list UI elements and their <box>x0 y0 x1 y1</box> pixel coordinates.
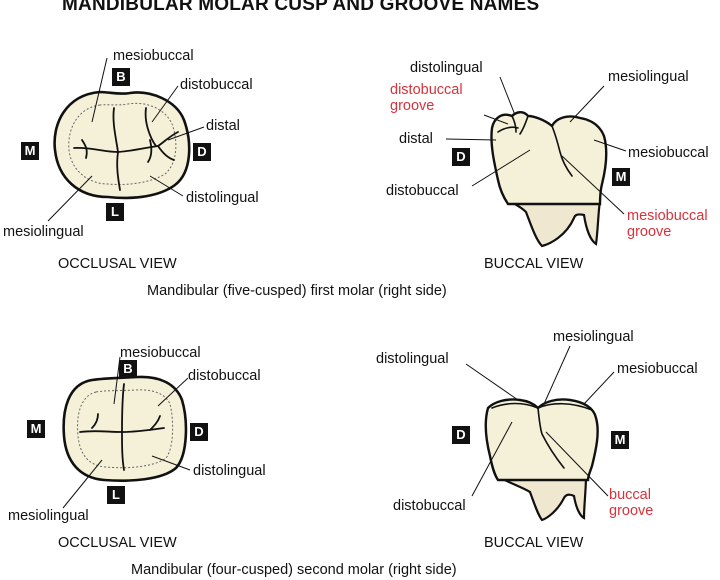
page-title: MANDIBULAR MOLAR CUSP AND GROOVE NAMES <box>62 0 540 15</box>
cusp-label-distobuccal: distobuccal <box>386 183 459 199</box>
cusp-label-distolingual: distolingual <box>376 351 449 367</box>
cusp-label-distolingual: distolingual <box>193 463 266 479</box>
marker-distal: D <box>452 148 470 166</box>
marker-buccal: B <box>119 360 137 378</box>
view-label-occlusal: OCCLUSAL VIEW <box>58 535 177 551</box>
cusp-label-mesiolingual: mesiolingual <box>608 69 689 85</box>
marker-mesial: M <box>27 420 45 438</box>
cusp-label-mesiobuccal: mesiobuccal <box>113 48 194 64</box>
first-molar-buccal-leader-lines <box>445 76 627 215</box>
cusp-label-distolingual: distolingual <box>186 190 259 206</box>
groove-label-buccal: buccal groove <box>609 487 654 519</box>
cusp-label-mesiobuccal: mesiobuccal <box>617 361 698 377</box>
first-molar-occlusal-leader-lines <box>47 57 205 222</box>
cusp-label-distobuccal: distobuccal <box>188 368 261 384</box>
view-label-buccal: BUCCAL VIEW <box>484 535 584 551</box>
cusp-label-mesiolingual: mesiolingual <box>3 224 84 240</box>
cusp-label-distobuccal: distobuccal <box>393 498 466 514</box>
marker-mesial: M <box>612 168 630 186</box>
cusp-label-mesiobuccal: mesiobuccal <box>120 345 201 361</box>
groove-label-distobuccal: distobuccal groove <box>390 82 463 114</box>
groove-label-mesiobuccal: mesiobuccal groove <box>627 208 708 240</box>
cusp-label-distolingual: distolingual <box>410 60 483 76</box>
marker-mesial: M <box>611 431 629 449</box>
cusp-label-mesiolingual: mesiolingual <box>8 508 89 524</box>
cusp-label-distal: distal <box>206 118 240 134</box>
marker-lingual: L <box>107 486 125 504</box>
marker-mesial: M <box>21 142 39 160</box>
view-label-occlusal: OCCLUSAL VIEW <box>58 256 177 272</box>
cusp-label-distal: distal <box>399 131 433 147</box>
first-molar-buccal-tooth <box>490 111 608 248</box>
marker-distal: D <box>190 423 208 441</box>
view-label-buccal: BUCCAL VIEW <box>484 256 584 272</box>
cusp-label-mesiobuccal: mesiobuccal <box>628 145 709 161</box>
second-molar-buccal-tooth <box>484 398 599 522</box>
figure-caption-second-molar: Mandibular (four-cusped) second molar (r… <box>131 562 457 578</box>
second-molar-occlusal-tooth <box>62 375 188 482</box>
marker-distal: D <box>193 143 211 161</box>
marker-distal: D <box>452 426 470 444</box>
marker-buccal: B <box>112 68 130 86</box>
figure-caption-first-molar: Mandibular (five-cusped) first molar (ri… <box>147 283 447 299</box>
second-molar-buccal-leader-lines <box>465 345 615 497</box>
cusp-label-mesiolingual: mesiolingual <box>553 329 634 345</box>
first-molar-occlusal-tooth <box>53 90 191 200</box>
marker-lingual: L <box>106 203 124 221</box>
cusp-label-distobuccal: distobuccal <box>180 77 253 93</box>
